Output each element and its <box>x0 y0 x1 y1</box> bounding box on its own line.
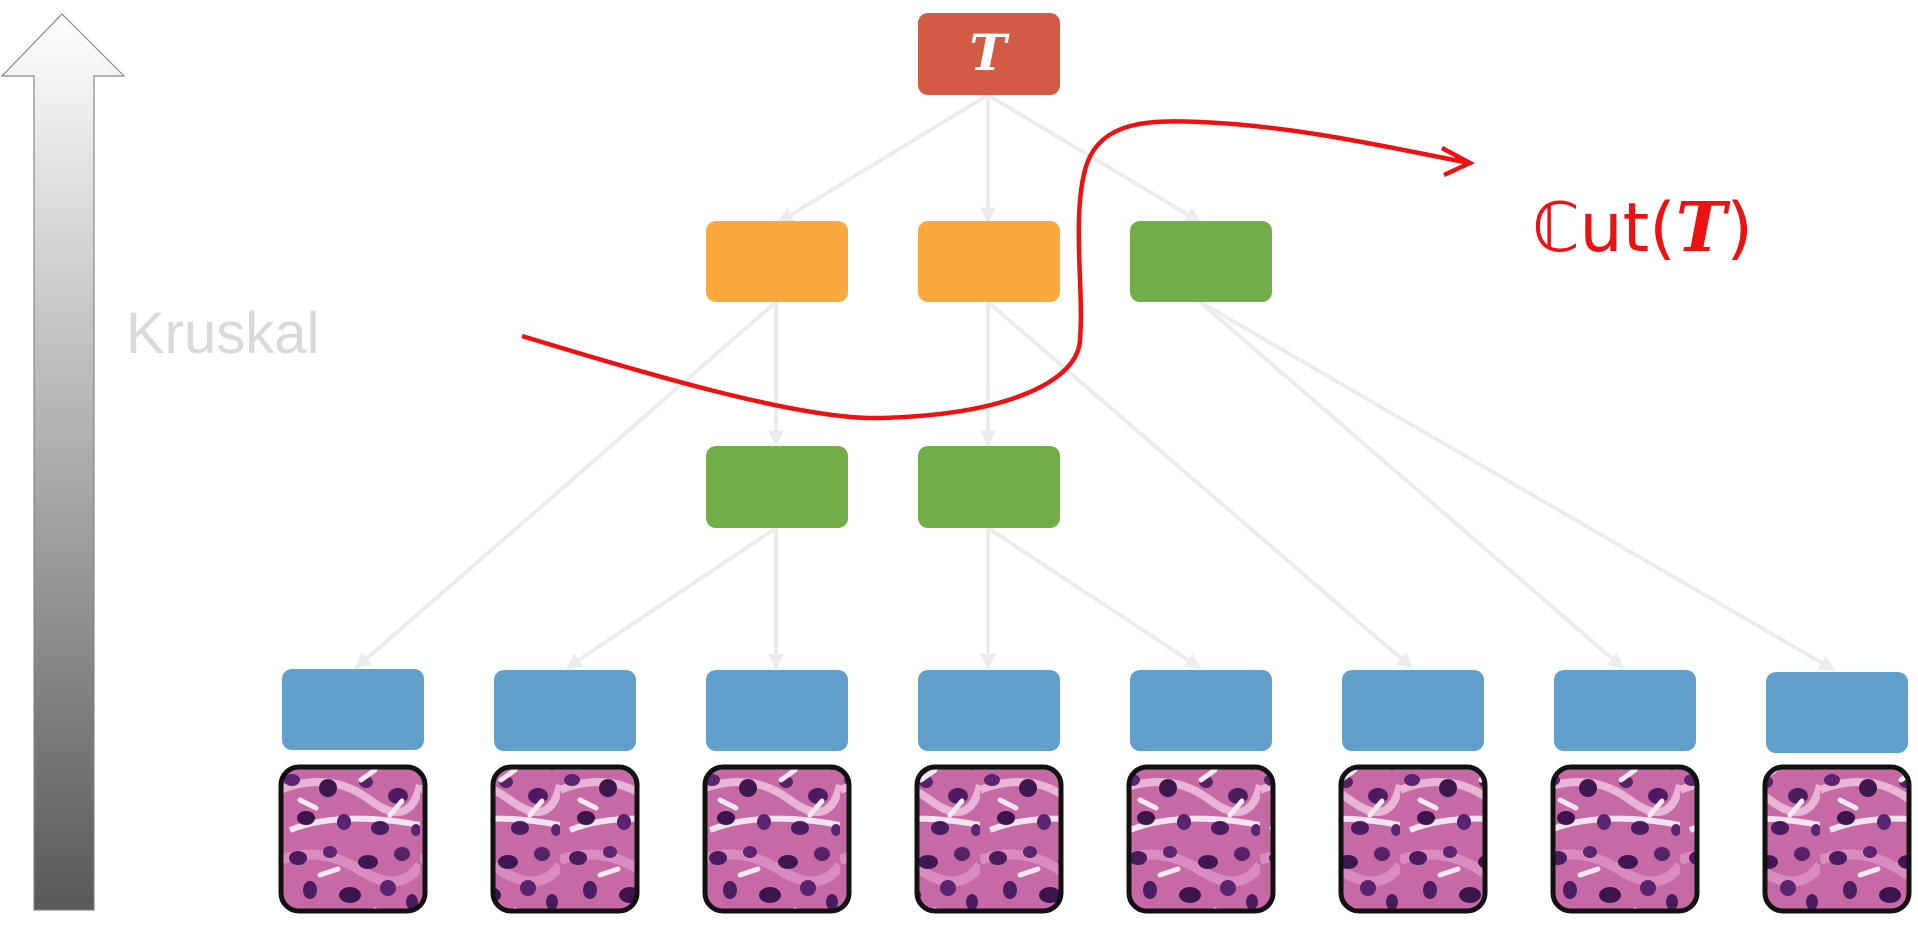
cut-label-prefix: ℂut( <box>1532 189 1676 268</box>
edge-root-n1c <box>986 93 1202 224</box>
tree-node-green <box>706 446 848 528</box>
tree-node-green <box>1130 221 1272 302</box>
edge-n1b-leaf6 <box>986 300 1414 670</box>
leaf-node <box>918 670 1060 751</box>
leaf-node <box>282 669 424 750</box>
edge-n1c-leaf8 <box>1198 300 1836 672</box>
leaf-node <box>1766 672 1908 753</box>
tissue-patch-image <box>914 764 1064 914</box>
tissue-patches <box>278 764 1912 914</box>
tissue-patch-image <box>1126 764 1276 914</box>
leaf-nodes <box>282 669 1908 753</box>
root-node-label: T <box>969 23 1010 82</box>
level2-nodes <box>706 446 1060 528</box>
kruskal-axis-label: Kruskal <box>126 301 320 366</box>
root-node: T <box>918 13 1060 95</box>
edge-n1a-leaf1 <box>354 300 778 670</box>
tissue-patch-image <box>1762 764 1912 914</box>
leaf-node <box>706 670 848 751</box>
leaf-node <box>1342 670 1484 751</box>
edge-n1c-leaf7 <box>1198 300 1625 670</box>
tissue-patch-image <box>1338 764 1488 914</box>
tissue-patch-image <box>490 764 640 914</box>
kruskal-axis-arrow <box>0 13 126 911</box>
tree-node-orange <box>706 221 848 302</box>
cut-curve <box>521 119 1466 421</box>
cut-label-suffix: ) <box>1726 189 1753 268</box>
leaf-node <box>1130 670 1272 751</box>
edge-n2a-leaf2 <box>565 526 778 670</box>
leaf-node <box>494 670 636 751</box>
cut-curve-arrowhead <box>1440 146 1476 178</box>
cut-label-symbol: T <box>1675 188 1727 268</box>
tissue-patch-image <box>1550 764 1700 914</box>
leaf-node <box>1554 670 1696 751</box>
tree-node-orange <box>918 221 1060 302</box>
level1-nodes <box>706 221 1272 302</box>
tissue-patch-image <box>702 764 852 914</box>
tissue-patch-image <box>278 764 428 914</box>
tree-edges <box>354 93 1836 672</box>
cut-label: ℂut(T) <box>1532 188 1753 268</box>
edge-root-n1a <box>777 93 990 224</box>
tree-node-green <box>918 446 1060 528</box>
edge-n2b-leaf5 <box>986 526 1202 670</box>
